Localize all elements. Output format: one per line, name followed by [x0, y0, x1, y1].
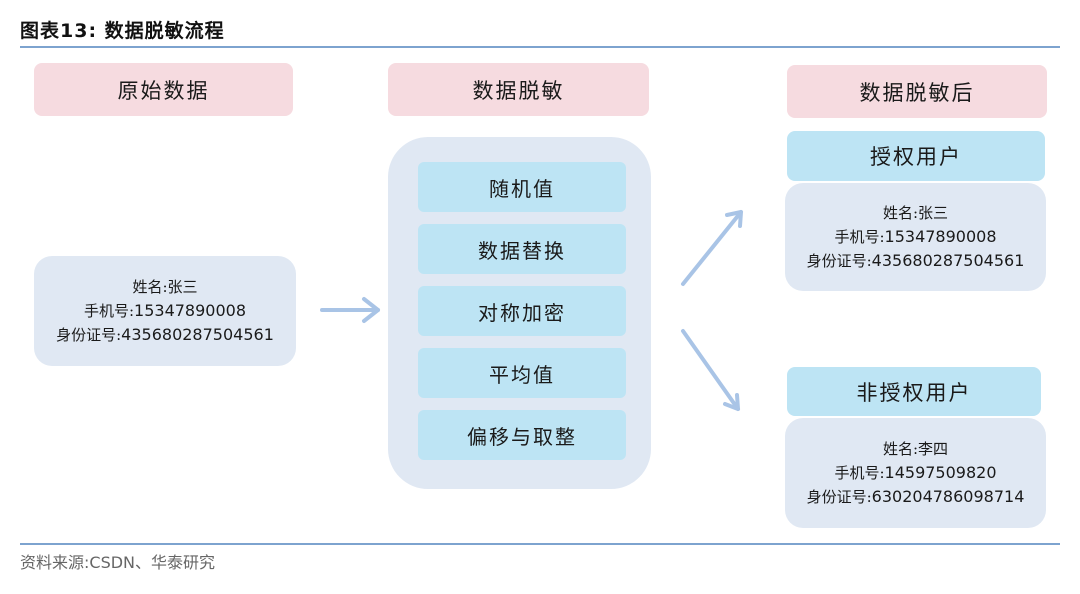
arrow-down-right-icon [681, 329, 740, 411]
unauthorized-id: 630204786098714 [871, 486, 1025, 506]
original-phone: 15347890008 [134, 300, 247, 320]
arrow-right-icon [320, 297, 380, 323]
authorized-id: 435680287504561 [871, 250, 1025, 270]
authorized-phone-row: 手机号:15347890008 [834, 225, 996, 249]
data-masking-header: 数据脱敏 [388, 63, 649, 116]
original-id: 435680287504561 [121, 324, 274, 344]
unauthorized-user-header: 非授权用户 [787, 367, 1041, 416]
method-symmetric-encryption: 对称加密 [418, 286, 626, 336]
phone-label: 手机号: [83, 301, 135, 320]
method-random-value: 随机值 [418, 162, 626, 212]
method-data-substitution: 数据替换 [418, 224, 626, 274]
authorized-phone: 15347890008 [884, 226, 997, 246]
masking-methods-panel: 随机值 数据替换 对称加密 平均值 偏移与取整 [388, 137, 651, 489]
id-label: 身份证号: [806, 251, 872, 270]
id-label: 身份证号: [806, 487, 872, 506]
arrow-up-right-icon [681, 210, 743, 286]
original-name: 姓名:张三 [132, 277, 198, 296]
id-label: 身份证号: [56, 325, 122, 344]
method-offset-rounding: 偏移与取整 [418, 410, 626, 460]
figure-title: 图表13: 数据脱敏流程 [20, 20, 225, 42]
phone-label: 手机号: [834, 227, 885, 246]
phone-label: 手机号: [834, 463, 885, 482]
method-average-value: 平均值 [418, 348, 626, 398]
unauthorized-phone: 14597509820 [884, 462, 997, 482]
top-divider [20, 46, 1060, 48]
original-data-header: 原始数据 [34, 63, 293, 116]
masked-data-header: 数据脱敏后 [787, 65, 1047, 118]
unauthorized-name: 姓名:李四 [882, 439, 949, 458]
authorized-name: 姓名:张三 [882, 203, 949, 222]
original-id-row: 身份证号:435680287504561 [56, 323, 274, 347]
authorized-record-card: 姓名:张三 手机号:15347890008 身份证号:4356802875045… [785, 183, 1046, 291]
source-note: 资料来源:CSDN、华泰研究 [20, 553, 216, 572]
original-phone-row: 手机号:15347890008 [84, 299, 246, 323]
unauthorized-record-card: 姓名:李四 手机号:14597509820 身份证号:6302047860987… [785, 418, 1046, 528]
bottom-divider [20, 543, 1060, 545]
unauthorized-phone-row: 手机号:14597509820 [834, 461, 996, 485]
authorized-id-row: 身份证号:435680287504561 [807, 249, 1025, 273]
original-record-card: 姓名:张三 手机号:15347890008 身份证号:4356802875045… [34, 256, 296, 366]
unauthorized-id-row: 身份证号:630204786098714 [807, 485, 1025, 509]
authorized-user-header: 授权用户 [787, 131, 1045, 181]
